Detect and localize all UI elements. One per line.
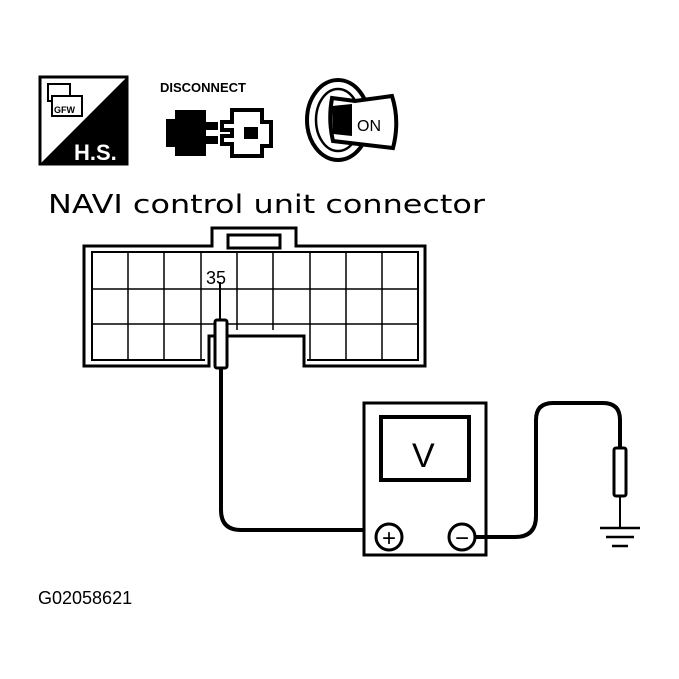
connector-grid [92, 252, 418, 360]
terminal-label: 35 [206, 268, 226, 288]
diagram-title: NAVI control unit connector [48, 190, 485, 220]
disconnect-icon: DISCONNECT [160, 80, 273, 158]
navi-connector: 35 [82, 226, 427, 368]
harness-connector-icon: GFW H.S. [38, 75, 129, 166]
harness-small-text: GFW [54, 105, 75, 115]
ignition-on-icon: ON [305, 78, 399, 162]
negative-symbol: − [455, 525, 469, 552]
ground-icon [600, 526, 640, 548]
voltmeter: V + − [362, 401, 488, 557]
meter-symbol: V [412, 437, 435, 475]
disconnect-label: DISCONNECT [160, 80, 246, 95]
harness-label: H.S. [74, 140, 117, 165]
ignition-label: ON [357, 118, 381, 135]
positive-symbol: + [382, 525, 396, 552]
figure-code: G02058621 [38, 588, 132, 608]
negative-probe [475, 401, 628, 539]
positive-probe [213, 282, 372, 532]
positive-terminal [374, 522, 404, 552]
